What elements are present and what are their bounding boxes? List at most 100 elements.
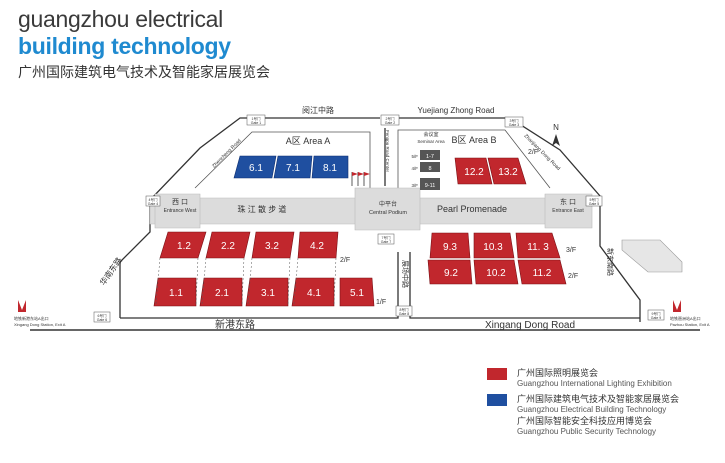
svg-text:8号门: 8号门 — [400, 307, 409, 312]
hall-4-1-block — [291, 277, 335, 307]
gate-3[interactable]: 3号门 Gate 3 — [504, 116, 524, 128]
seminar-room-2: 8 — [428, 166, 431, 172]
hall-10-2-block — [473, 259, 519, 285]
metro-icon — [18, 300, 26, 312]
hall-12-2-block — [454, 157, 493, 185]
title-chinese: 广州国际建筑电气技术及智能家居展览会 — [18, 64, 270, 80]
hall-9-2-block — [427, 259, 473, 285]
seminar-floor-5: 5/F — [411, 154, 418, 159]
road-label-xingang-en: Xingang Dong Road — [485, 320, 575, 331]
gate-5[interactable]: 5号门 Gate 5 — [585, 195, 603, 207]
hall-7-1-block — [273, 155, 313, 179]
seminar-room-1: 1-7 — [426, 154, 434, 160]
hall-10-3-label: 10.3 — [483, 242, 503, 253]
svg-text:4号门: 4号门 — [149, 197, 158, 202]
svg-text:2号门: 2号门 — [386, 116, 395, 121]
svg-text:Gate 8: Gate 8 — [399, 312, 410, 316]
hall-11-2-block — [517, 259, 567, 285]
svg-text:Gate 3: Gate 3 — [509, 123, 520, 127]
svg-text:Gate 1: Gate 1 — [251, 121, 262, 125]
gate-4[interactable]: 4号门 Gate 4 — [145, 195, 161, 207]
podium-label-en: Central Podium — [369, 210, 407, 216]
hall-6-1-label: 6.1 — [249, 163, 263, 174]
entrance-east-en: Entrance East — [552, 208, 584, 214]
promenade-label-zh: 珠 江 散 步 道 — [238, 204, 287, 214]
hall-9-3-block — [429, 232, 471, 259]
gate-8[interactable]: 8号门 Gate 8 — [395, 305, 413, 317]
legend-electrical-zh: 广州国际建筑电气技术及智能家居展览会 — [517, 394, 680, 404]
svg-text:Gate 2: Gate 2 — [385, 121, 396, 125]
gate-1[interactable]: 1号门 Gate 1 — [246, 114, 266, 126]
svg-text:7号门: 7号门 — [382, 235, 391, 240]
central-podium — [354, 187, 421, 231]
seminar-floor-4: 4/F — [411, 166, 418, 171]
area-b-label: B区 Area B — [451, 135, 496, 145]
floor-label-a-2f: 2/F — [340, 257, 350, 264]
svg-text:Gate 6: Gate 6 — [97, 318, 108, 322]
entrance-west-zh: 西 口 — [172, 198, 188, 206]
hall-10-2-label: 10.2 — [486, 268, 506, 279]
road-label-fengpu: Fengpu Road Center — [385, 130, 390, 173]
entrance-platform-west — [154, 193, 201, 229]
legend-security-zh: 广州国际智能安全科技应用博览会 — [517, 416, 653, 426]
hall-1-1-label: 1.1 — [169, 288, 183, 299]
hall-2-1-block — [199, 277, 243, 307]
metro-station-east[interactable]: 地铁琶洲站A出口 Pazhou Station, Exit A — [670, 300, 710, 327]
flag-icon — [351, 172, 370, 186]
legend-lighting-zh: 广州国际照明展览会 — [517, 368, 599, 378]
gate-6[interactable]: 6号门 Gate 6 — [93, 311, 111, 323]
hall-5-1-label: 5.1 — [350, 288, 364, 299]
legend-electrical-en: Guangzhou Electrical Building Technology — [517, 405, 667, 414]
gate-7[interactable]: 7号门 Gate 7 — [377, 233, 395, 245]
seminar-label-en: Seminar Area — [417, 139, 445, 144]
svg-text:地铁琶洲站A出口: 地铁琶洲站A出口 — [670, 315, 701, 321]
hall-11-3-block — [515, 232, 561, 259]
hall-8-1-label: 8.1 — [323, 163, 337, 174]
hall-12-2-label: 12.2 — [464, 167, 484, 178]
svg-text:Gate 9: Gate 9 — [651, 316, 662, 320]
north-arrow-icon: N — [552, 123, 560, 146]
hall-9-3-label: 9.3 — [443, 242, 457, 253]
gate-9[interactable]: 9号门 Gate 9 — [647, 309, 665, 321]
svg-text:Gate 7: Gate 7 — [381, 240, 392, 244]
hall-2-2-label: 2.2 — [221, 241, 235, 252]
seminar-stack: 1-7 8 9-11 5/F 4/F 3/F — [411, 150, 440, 190]
hall-9-2-label: 9.2 — [444, 268, 458, 279]
road-label-xingang-zh: 新港东路 — [215, 318, 255, 331]
road-label-yuejiang: Yuejiang Zhong Road — [418, 106, 495, 115]
podium-label-zh: 中平台 — [379, 200, 397, 208]
metro-icon — [673, 300, 681, 312]
floor-label-b-2f-lower: 2/F — [568, 273, 578, 280]
entrance-west-en: Entrance West — [164, 208, 197, 214]
hall-13-2-block — [487, 157, 527, 185]
metro-station-west[interactable]: 地铁新港东站A出口 Xingang Dong Station, Exit A — [14, 300, 66, 327]
svg-text:Gate 4: Gate 4 — [148, 202, 159, 206]
svg-text:3号门: 3号门 — [510, 118, 519, 123]
svg-text:Xingang Dong Station, Exit A: Xingang Dong Station, Exit A — [14, 322, 66, 327]
gate-2[interactable]: 2号门 Gate 2 — [380, 114, 400, 126]
svg-text:地铁新港东站A出口: 地铁新港东站A出口 — [14, 315, 49, 321]
area-outlines — [194, 129, 551, 189]
hall-3-2-label: 3.2 — [265, 241, 279, 252]
floor-label-b-2f: 2/F — [528, 149, 538, 156]
hall-7-1-label: 7.1 — [286, 163, 300, 174]
svg-text:1号门: 1号门 — [252, 116, 261, 121]
hall-4-1-label: 4.1 — [307, 288, 321, 299]
seminar-room-3: 9-11 — [425, 183, 436, 189]
svg-text:6号门: 6号门 — [98, 313, 107, 318]
title-line-2: building technology — [18, 33, 231, 59]
svg-text:Pazhou Station, Exit A: Pazhou Station, Exit A — [670, 322, 710, 327]
legend-swatch-blue — [487, 394, 507, 406]
floor-label-b-3f: 3/F — [566, 247, 576, 254]
hall-1-2-label: 1.2 — [177, 241, 191, 252]
hall-3-1-block — [245, 277, 289, 307]
hall-10-3-block — [473, 232, 515, 259]
blue-halls — [233, 155, 349, 179]
road-label-minjiang: 阅江中路 — [302, 105, 334, 115]
svg-text:9号门: 9号门 — [652, 311, 661, 316]
svg-text:N: N — [553, 123, 559, 132]
hall-11-3-label: 11. 3 — [527, 242, 549, 253]
area-a-label: A区 Area A — [286, 136, 331, 146]
legend-lighting-en: Guangzhou International Lighting Exhibit… — [517, 379, 672, 388]
hall-11-2-label: 11.2 — [533, 268, 552, 279]
